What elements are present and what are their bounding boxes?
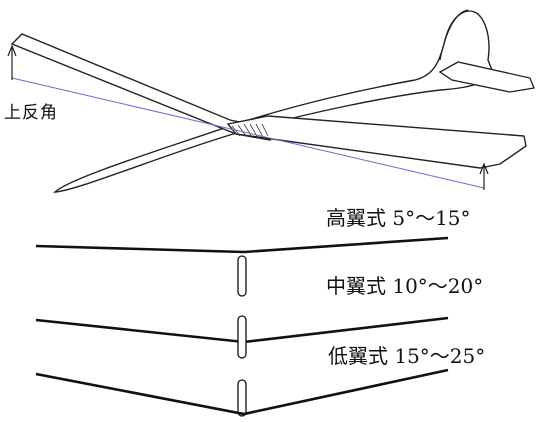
low-wing-label: 低翼式 15°～25°	[328, 344, 486, 368]
dihedral-reference-line	[11, 77, 485, 189]
low-wing-line	[35, 368, 449, 416]
high-wing-label: 高翼式 5°～15°	[326, 206, 471, 230]
mid-wing-config	[35, 315, 449, 359]
high-wing-line	[35, 236, 449, 254]
high-wing-config	[35, 236, 449, 297]
mid-wing-fuselage	[237, 315, 247, 359]
glider-stabilizer	[438, 61, 535, 93]
low-wing-fuselage	[237, 379, 247, 417]
glider-fuselage	[53, 10, 493, 193]
glider-right-wing	[226, 115, 527, 169]
low-wing-config	[35, 368, 449, 417]
left-dihedral-arrow	[7, 44, 17, 80]
high-wing-fuselage	[237, 255, 247, 297]
dihedral-angle-label: 上反角	[4, 103, 58, 123]
right-dihedral-arrow	[479, 162, 489, 190]
glider-fin-outline	[439, 9, 469, 61]
mid-wing-label: 中翼式 10°～20°	[326, 274, 484, 298]
